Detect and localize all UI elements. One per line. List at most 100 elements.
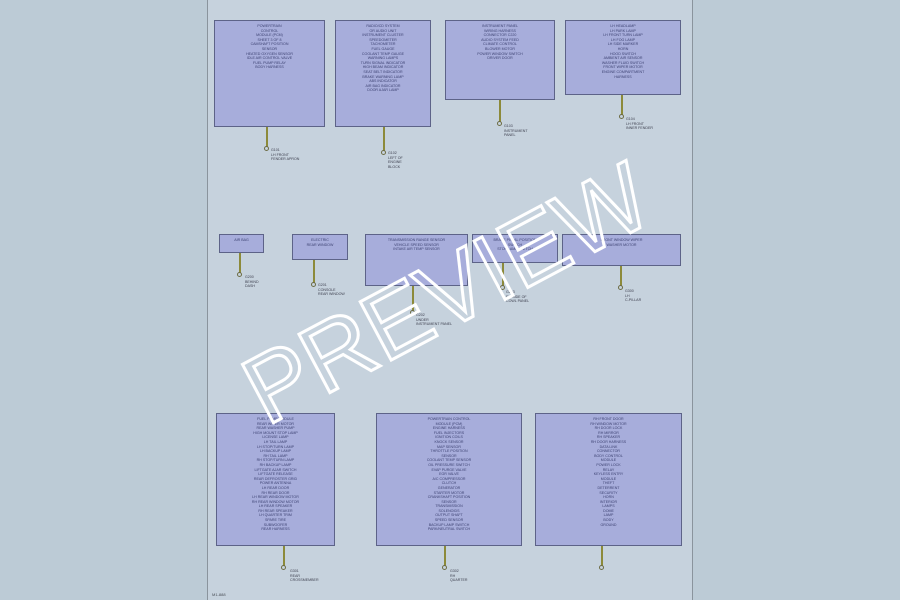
text-line: RH REAR DOOR: [261, 490, 290, 495]
text-line: LICENSE LAMP: [262, 435, 289, 440]
text-line: WASHER MOTOR: [606, 242, 637, 247]
ground-symbol-icon: [442, 565, 447, 570]
text-line: GENERATOR: [437, 485, 461, 490]
text-line: OR AUDIO UNIT: [369, 28, 397, 33]
ground-wire: [383, 127, 385, 151]
ground-wire: [266, 127, 268, 147]
text-line: BRAKE WARNING LAMP: [362, 74, 404, 79]
text-line: MAP SENSOR: [437, 444, 461, 449]
text-line: HOOD SWITCH: [610, 51, 636, 56]
text-line: RH DOOR HARNESS: [590, 439, 627, 444]
text-line: ENGINE COMPARTMENT: [601, 69, 645, 74]
text-line: VEHICLE SPEED SENSOR: [394, 242, 439, 247]
text-line: COOLANT TEMP GAUGE: [361, 51, 405, 56]
text-line: RELAY: [602, 467, 615, 472]
text-line: POWERTRAIN CONTROL: [427, 417, 471, 421]
text-line: DETERRENT: [597, 485, 620, 490]
text-line: FUEL GAUGE: [371, 46, 395, 51]
text-line: LH BACKUP LAMP: [259, 449, 292, 454]
text-line: DOOR AJAR LAMP: [367, 88, 399, 93]
text-line: CRANKSHAFT POSITION: [427, 495, 471, 500]
text-line: RH MIRROR: [598, 430, 619, 435]
text-line: LAMP: [603, 513, 614, 518]
ground-symbol-icon: [281, 565, 286, 570]
text-line: PARK/NEUTRAL SWITCH: [427, 527, 471, 532]
text-line: BODY HARNESS: [255, 65, 284, 70]
text-line: FUEL PUMP MODULE: [257, 417, 294, 421]
text-line: ENGINE: [388, 160, 402, 165]
ground-symbol-icon: [618, 285, 623, 290]
text-line: CONNECTOR: [596, 449, 621, 454]
text-line: RH BACKUP LAMP: [259, 462, 292, 467]
ground-wire: [502, 263, 504, 286]
text-line: AMBIENT AIR SENSOR: [603, 56, 643, 61]
text-line: GROUND: [600, 522, 617, 527]
text-line: LH FRONT: [626, 121, 644, 126]
text-line: STARTER MOTOR: [433, 490, 465, 495]
ground-symbol-icon: [311, 282, 316, 287]
text-line: PANEL: [504, 133, 516, 138]
text-line: FRONT WINDOW WIPER: [600, 238, 643, 242]
text-line: HORN: [617, 46, 629, 51]
text-line: EVAP PURGE VALVE: [431, 467, 467, 472]
text-line: SENSOR: [261, 46, 278, 51]
text-line: RH TAIL LAMP: [263, 453, 288, 458]
text-line: RH DOOR LOCK: [594, 426, 623, 431]
text-line: LH QUARTER TRIM: [259, 513, 292, 518]
ground-wire: [444, 546, 446, 566]
text-line: RH STOP/TURN LAMP: [256, 458, 295, 463]
text-line: ELECTRIC: [311, 238, 329, 242]
ground-wire: [412, 286, 414, 311]
text-line: MODULE (PCM): [256, 33, 283, 38]
text-line: STOP LAMP SWITCH: [497, 247, 533, 252]
text-line: LIFTGATE AJAR SWITCH: [254, 467, 297, 472]
text-line: AIR BAG: [234, 238, 249, 242]
text-line: IDLE AIR CONTROL VALVE: [246, 56, 293, 61]
text-line: EGR VALVE: [439, 472, 459, 477]
text-line: BLOWER MOTOR: [485, 46, 515, 51]
text-line: KEYLESS ENTRY: [593, 472, 624, 477]
text-line: AIR BAG INDICATOR: [365, 83, 401, 88]
text-line: RH REAR WINDOW MOTOR: [251, 499, 300, 504]
text-line: SHEET 3 OF 8: [257, 37, 282, 42]
text-line: REAR: [290, 573, 300, 578]
ground-wire: [620, 266, 622, 286]
text-line: G103: [504, 124, 513, 128]
text-line: INTERIOR: [599, 499, 618, 504]
text-line: G104: [626, 117, 635, 121]
text-line: OIL PRESSURE SWITCH: [428, 462, 470, 467]
text-line: DATA LINK: [599, 444, 618, 449]
text-line: DOME: [603, 508, 614, 513]
text-line: QUARTER: [450, 578, 468, 583]
text-line: REAR WIPER MOTOR: [256, 421, 295, 426]
ground-wire: [239, 253, 241, 273]
text-line: HARNESS: [614, 74, 632, 79]
text-line: THROTTLE POSITION: [430, 449, 468, 454]
text-line: CAMSHAFT POSITION: [250, 42, 289, 47]
text-line: AUDIO SYSTEM FEED: [481, 37, 519, 42]
text-line: RADIO/CD SYSTEM: [366, 24, 400, 28]
text-line: MODULE (PCM): [435, 421, 463, 426]
ground-symbol-icon: [500, 285, 505, 290]
text-line: INSTRUMENT: [504, 128, 528, 133]
text-line: REAR WINDOW: [306, 242, 334, 247]
text-line: SECURITY: [599, 490, 618, 495]
text-line: INSTRUMENT PANEL: [416, 322, 453, 327]
text-line: RH SPEAKER: [596, 435, 621, 440]
text-line: CONNECTOR C220: [483, 33, 517, 38]
text-line: WIRING HARNESS: [484, 28, 516, 33]
